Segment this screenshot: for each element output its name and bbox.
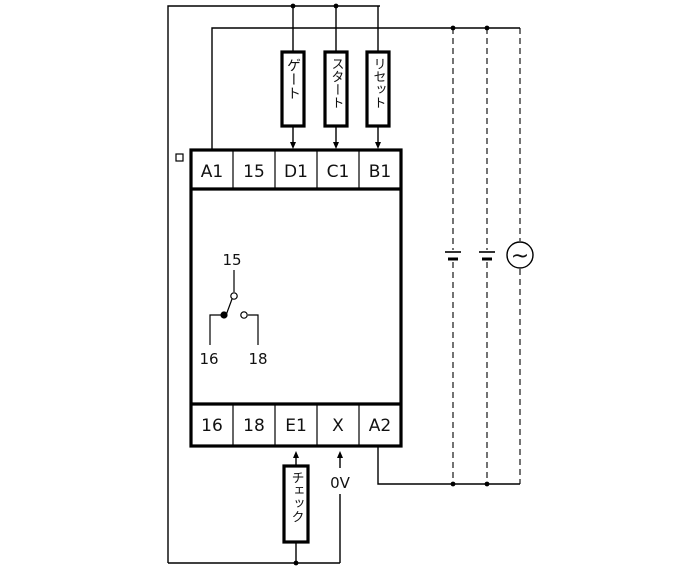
terminal-c1: C1 (327, 162, 350, 182)
contact-no-terminal (240, 311, 248, 319)
left-loop-wire (167, 5, 380, 563)
ac-source-icon: ~ (506, 241, 534, 269)
arrow-down-icon (333, 142, 339, 149)
terminal-e1: E1 (285, 416, 307, 436)
arrow-down-icon (375, 142, 381, 149)
gate-input-label: ゲート (285, 58, 301, 100)
battery-icon (479, 251, 495, 261)
gate-input-box (280, 50, 306, 128)
terminal-x: X (332, 416, 344, 436)
input-buttons: ゲート スタート リセット チェック 0V (280, 50, 391, 544)
small-square-marker (175, 153, 184, 162)
terminal-16: 16 (201, 416, 223, 436)
reset-input-box (365, 50, 391, 128)
contact-common-label: 15 (222, 251, 241, 269)
relay-body (189, 148, 403, 448)
check-input-label: チェック (289, 471, 304, 523)
junction-dot (293, 560, 299, 566)
contact-nc-lead (209, 314, 224, 345)
contact-common-terminal (230, 292, 238, 300)
contact-nc-label: 16 (199, 350, 218, 368)
arrow-up-icon (293, 451, 299, 458)
relay-contact-symbol: 15 16 18 (199, 251, 267, 368)
terminal-a2: A2 (369, 416, 391, 436)
terminal-15: 15 (243, 162, 265, 182)
junction-dot (333, 3, 339, 9)
power-sources: ~ (445, 241, 534, 269)
zero-volt-label: 0V (330, 474, 351, 492)
a1-supply-wire (211, 27, 520, 150)
terminal-18: 18 (243, 416, 265, 436)
terminal-a1: A1 (201, 162, 223, 182)
contact-no-lead (248, 314, 259, 345)
relay-unit: A1 15 D1 C1 B1 16 18 E1 X A2 15 16 18 (175, 148, 403, 448)
arrow-down-icon (290, 142, 296, 149)
ac-symbol: ~ (511, 244, 529, 269)
terminal-b1: B1 (369, 162, 391, 182)
a2-return-wire (377, 447, 520, 485)
terminal-d1: D1 (284, 162, 308, 182)
battery-icon (445, 251, 461, 261)
start-input-label: スタート (329, 57, 344, 109)
junction-dot (290, 3, 296, 9)
reset-input-label: リセット (371, 57, 387, 109)
check-input-box (282, 464, 310, 544)
wires (167, 3, 521, 566)
contact-no-label: 18 (248, 350, 267, 368)
arrow-up-icon (337, 451, 343, 458)
start-input-box (323, 50, 349, 128)
